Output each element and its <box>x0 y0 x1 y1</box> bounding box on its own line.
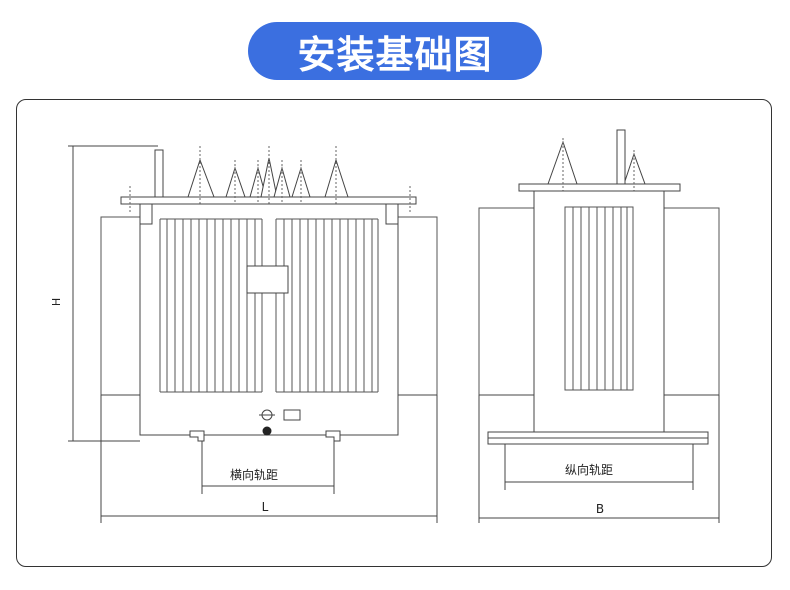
stand-pole <box>154 149 164 198</box>
side-rail-gauge-dimension <box>504 444 694 490</box>
rail-clamp-left <box>189 430 205 442</box>
rail-gauge-dimension <box>201 441 335 494</box>
length-dimension <box>100 395 438 523</box>
height-dimension <box>68 145 158 442</box>
nameplate <box>246 265 289 294</box>
rail-gauge-label-side: 纵向轨距 <box>565 462 613 477</box>
side-view <box>478 129 720 523</box>
side-radiator-fins <box>564 206 634 391</box>
hv-bushings <box>187 157 349 198</box>
radiator-fins-right <box>275 218 379 393</box>
front-view <box>68 145 438 523</box>
tank <box>139 203 399 436</box>
width-dimension <box>478 395 720 523</box>
radiator-fins-left <box>159 218 263 393</box>
drain-box <box>283 409 301 421</box>
rail-gauge-label-front: 横向轨距 <box>230 467 278 482</box>
title-banner: 安装基础图 <box>248 22 542 80</box>
length-label: L <box>262 500 269 514</box>
side-top-plate <box>518 183 681 192</box>
height-label: H <box>50 298 63 306</box>
side-stand-pole <box>616 129 626 185</box>
rail-clamp-right <box>325 430 341 442</box>
page-title: 安装基础图 <box>297 32 493 77</box>
width-label: B <box>596 502 604 516</box>
